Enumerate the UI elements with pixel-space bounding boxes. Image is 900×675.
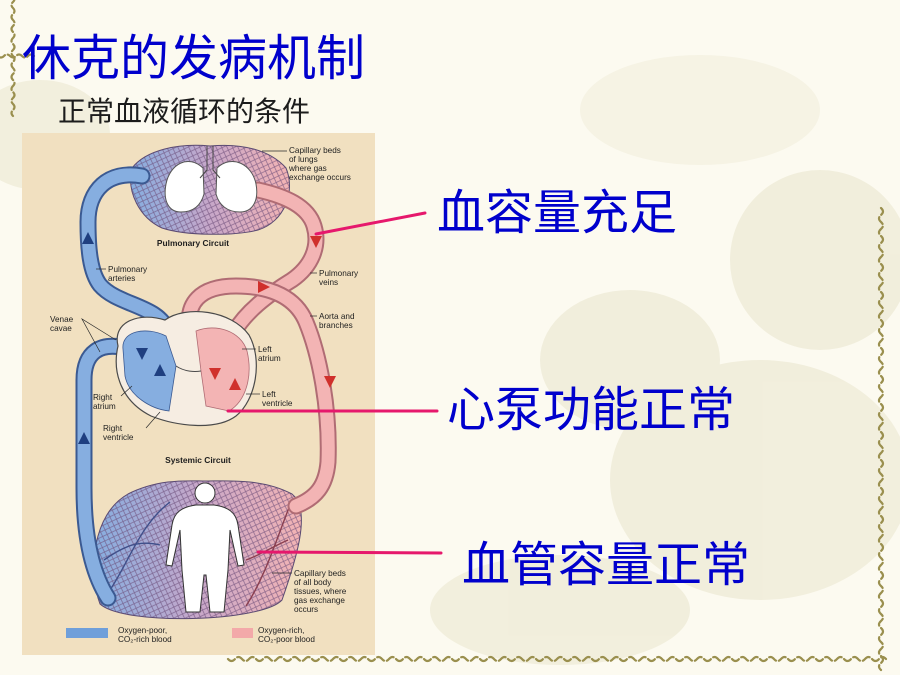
- label-pulmonary-arteries-line: arteries: [108, 274, 135, 283]
- label-pulmonary-circuit: Pulmonary Circuit: [157, 238, 229, 248]
- circulation-diagram: Capillary beds of lungs where gas exchan…: [22, 133, 375, 655]
- label-venae-cavae-line: Venae: [50, 315, 74, 324]
- label-left-atrium-line: Left: [258, 345, 272, 354]
- diagram-leaders: [81, 150, 317, 574]
- leader-right-atrium: [120, 385, 133, 397]
- floral-blob: [540, 290, 720, 430]
- arrow-up-icon: [154, 364, 166, 376]
- arrow-down-icon: [136, 348, 148, 360]
- label-lung-capillaries-line: exchange occurs: [289, 173, 351, 182]
- decorative-border-top-left: [10, 0, 16, 118]
- label-left-atrium-line: atrium: [258, 354, 281, 363]
- connector-vascular-capacity: [256, 550, 443, 555]
- label-systemic-circuit: Systemic Circuit: [165, 455, 231, 465]
- label-pulmonary-veins-line: veins: [319, 278, 338, 287]
- label-pulmonary-arteries-line: Pulmonary: [108, 265, 148, 274]
- legend-label-oxygen-rich: CO₂-poor blood: [258, 635, 315, 644]
- label-right-atrium-line: Right: [93, 393, 113, 402]
- legend-label-oxygen-rich: Oxygen-rich,: [258, 626, 304, 635]
- decorative-border-right: [877, 206, 885, 672]
- label-body-capillaries-line: Capillary beds: [294, 569, 346, 578]
- legend-label-oxygen-poor: Oxygen-poor,: [118, 626, 167, 635]
- legend-swatch-oxygen-rich: [232, 628, 253, 638]
- body-arteriole: [245, 499, 293, 607]
- label-body-capillaries-line: of all body: [294, 578, 332, 587]
- arrow-down-icon: [324, 376, 336, 388]
- legend-label-oxygen-poor: CO₂-rich blood: [118, 635, 172, 644]
- label-body-capillaries-line: tissues, where: [294, 587, 347, 596]
- background-floral: [0, 55, 900, 665]
- human-figure: [165, 482, 245, 613]
- arrow-down-icon: [209, 368, 221, 380]
- legend-swatch-oxygen-poor: [66, 628, 108, 638]
- floral-blob: [610, 360, 900, 600]
- floral-blob: [730, 170, 900, 350]
- right-lung: [215, 161, 258, 213]
- label-right-ventricle-line: ventricle: [103, 433, 134, 442]
- right-heart-chambers: [122, 330, 177, 412]
- condition-vascular-capacity: 血管容量正常: [462, 537, 751, 593]
- human-body: [165, 504, 245, 613]
- trachea: [199, 146, 221, 179]
- floral-blob: [580, 55, 820, 165]
- slide-subtitle: 正常血液循环的条件: [58, 95, 311, 128]
- label-left-ventricle-line: ventricle: [262, 399, 293, 408]
- diagram-labels: Capillary beds of lungs where gas exchan…: [50, 146, 359, 614]
- label-body-capillaries-line: gas exchange: [294, 596, 345, 605]
- human-head: [194, 482, 216, 504]
- label-lung-capillaries-line: of lungs: [289, 155, 318, 164]
- label-venae-cavae-line: cavae: [50, 324, 72, 333]
- decorative-border-top-left-horizontal: [0, 53, 36, 59]
- label-aorta-line: branches: [319, 321, 353, 330]
- leader-right-ventricle: [145, 411, 161, 429]
- condition-heart-pump: 心泵功能正常: [447, 382, 736, 438]
- label-pulmonary-veins-line: Pulmonary: [319, 269, 359, 278]
- heart-septum: [175, 365, 202, 372]
- arrow-up-icon: [78, 432, 90, 444]
- floral-blob: [430, 555, 690, 665]
- arrow-up-icon: [229, 378, 241, 390]
- leader-venae-cavae: [81, 318, 117, 353]
- slide-title: 休克的发病机制: [22, 30, 366, 87]
- arrow-up-icon: [82, 232, 94, 244]
- arrow-right-icon: [258, 281, 270, 293]
- condition-blood-volume: 血容量充足: [437, 185, 678, 241]
- label-body-capillaries-line: occurs: [294, 605, 318, 614]
- heart: [115, 310, 257, 426]
- body-venule: [103, 542, 161, 561]
- label-aorta-line: Aorta and: [319, 312, 355, 321]
- label-left-ventricle-line: Left: [262, 390, 276, 399]
- flow-arrows: [78, 232, 336, 444]
- diagram-legend: Oxygen-poor, CO₂-rich blood Oxygen-rich,…: [66, 626, 315, 644]
- label-lung-capillaries-line: Capillary beds: [289, 146, 341, 155]
- connector-blood-volume: [314, 211, 427, 236]
- label-lung-capillaries-line: where gas: [288, 164, 327, 173]
- arrow-down-icon: [310, 236, 322, 248]
- decorative-border-bottom: [226, 655, 888, 663]
- left-lung: [164, 161, 205, 213]
- label-right-ventricle-line: Right: [103, 424, 123, 433]
- label-right-atrium-line: atrium: [93, 402, 116, 411]
